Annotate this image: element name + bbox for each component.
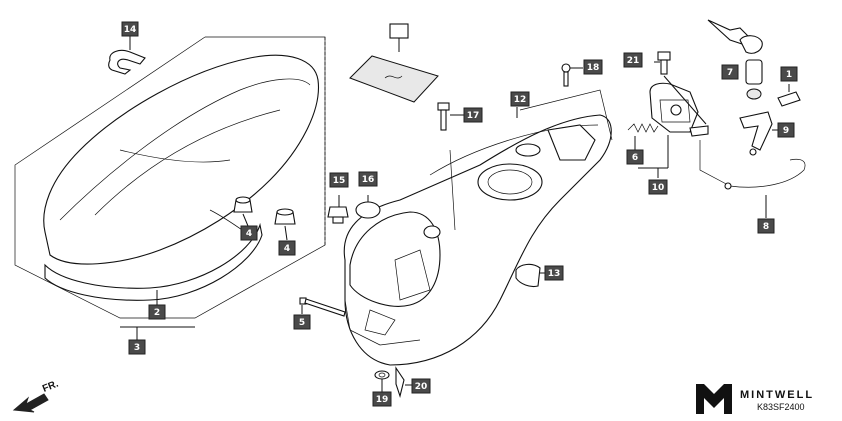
bolt-part-5 <box>299 297 346 317</box>
callout-18: 18 <box>583 59 603 75</box>
svg-text:20: 20 <box>415 382 428 392</box>
pin-part-20 <box>395 366 412 398</box>
luggage-box-part-12 <box>343 89 613 366</box>
front-marker-label: FR. <box>41 378 60 394</box>
callout-16: 16 <box>358 171 378 187</box>
svg-text:4: 4 <box>284 244 290 254</box>
svg-text:13: 13 <box>548 269 561 279</box>
rubber-parts-4 <box>233 196 296 241</box>
svg-text:12: 12 <box>514 95 527 105</box>
manual-pouch <box>349 23 439 103</box>
bolt-part-18 <box>561 63 583 87</box>
bolt-part-17 <box>437 102 466 131</box>
svg-text:19: 19 <box>376 395 389 405</box>
clip-part-14 <box>108 36 146 75</box>
bolt-part-15 <box>327 195 349 224</box>
callout-4a: 4 <box>240 225 258 241</box>
callout-10: 10 <box>648 179 668 195</box>
callout-7: 7 <box>721 64 739 80</box>
cap-part-16 <box>355 195 381 219</box>
svg-text:4: 4 <box>246 229 252 239</box>
svg-text:2: 2 <box>154 308 160 318</box>
callout-8: 8 <box>757 218 775 234</box>
svg-text:15: 15 <box>333 176 346 186</box>
callout-9: 9 <box>777 122 795 138</box>
svg-text:5: 5 <box>299 318 305 328</box>
callout-20: 20 <box>411 378 431 394</box>
callout-12: 12 <box>510 91 530 107</box>
svg-text:1: 1 <box>786 70 792 80</box>
callout-1: 1 <box>780 66 798 82</box>
mintwell-logo-icon <box>696 384 732 414</box>
svg-text:3: 3 <box>134 343 140 353</box>
diagram-code: K83SF2400 <box>757 402 805 412</box>
svg-text:10: 10 <box>652 183 665 193</box>
callout-5: 5 <box>293 314 311 330</box>
svg-text:7: 7 <box>727 68 733 78</box>
lock-assembly <box>627 19 806 218</box>
washer-part-19 <box>374 370 390 392</box>
svg-text:17: 17 <box>467 111 480 121</box>
callout-6: 6 <box>626 149 644 165</box>
svg-text:8: 8 <box>763 222 769 232</box>
svg-text:18: 18 <box>587 63 600 73</box>
callout-label: 14 <box>124 25 137 35</box>
seat-assembly <box>14 36 326 319</box>
brand-name: MINTWELL <box>740 389 814 401</box>
svg-text:9: 9 <box>783 126 789 136</box>
svg-text:6: 6 <box>632 153 638 163</box>
front-arrow-icon <box>12 393 49 413</box>
callout-17: 17 <box>463 107 483 123</box>
callout-14: 14 <box>121 21 139 37</box>
callout-19: 19 <box>372 391 392 407</box>
callout-3: 3 <box>128 339 146 355</box>
callout-13: 13 <box>544 265 564 281</box>
callout-2: 2 <box>148 304 166 320</box>
callout-21: 21 <box>623 52 643 68</box>
cover-part-13 <box>515 263 546 288</box>
callout-4b: 4 <box>278 240 296 256</box>
svg-text:16: 16 <box>362 175 375 185</box>
callout-15: 15 <box>329 172 349 188</box>
svg-text:21: 21 <box>627 56 640 66</box>
